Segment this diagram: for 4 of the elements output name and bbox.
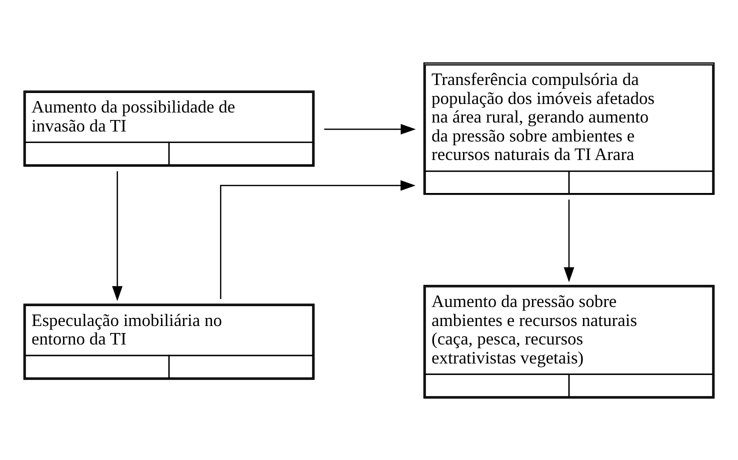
arrow [112,170,123,301]
arrow [324,124,416,134]
arrow [564,199,574,282]
arrow [220,180,416,299]
